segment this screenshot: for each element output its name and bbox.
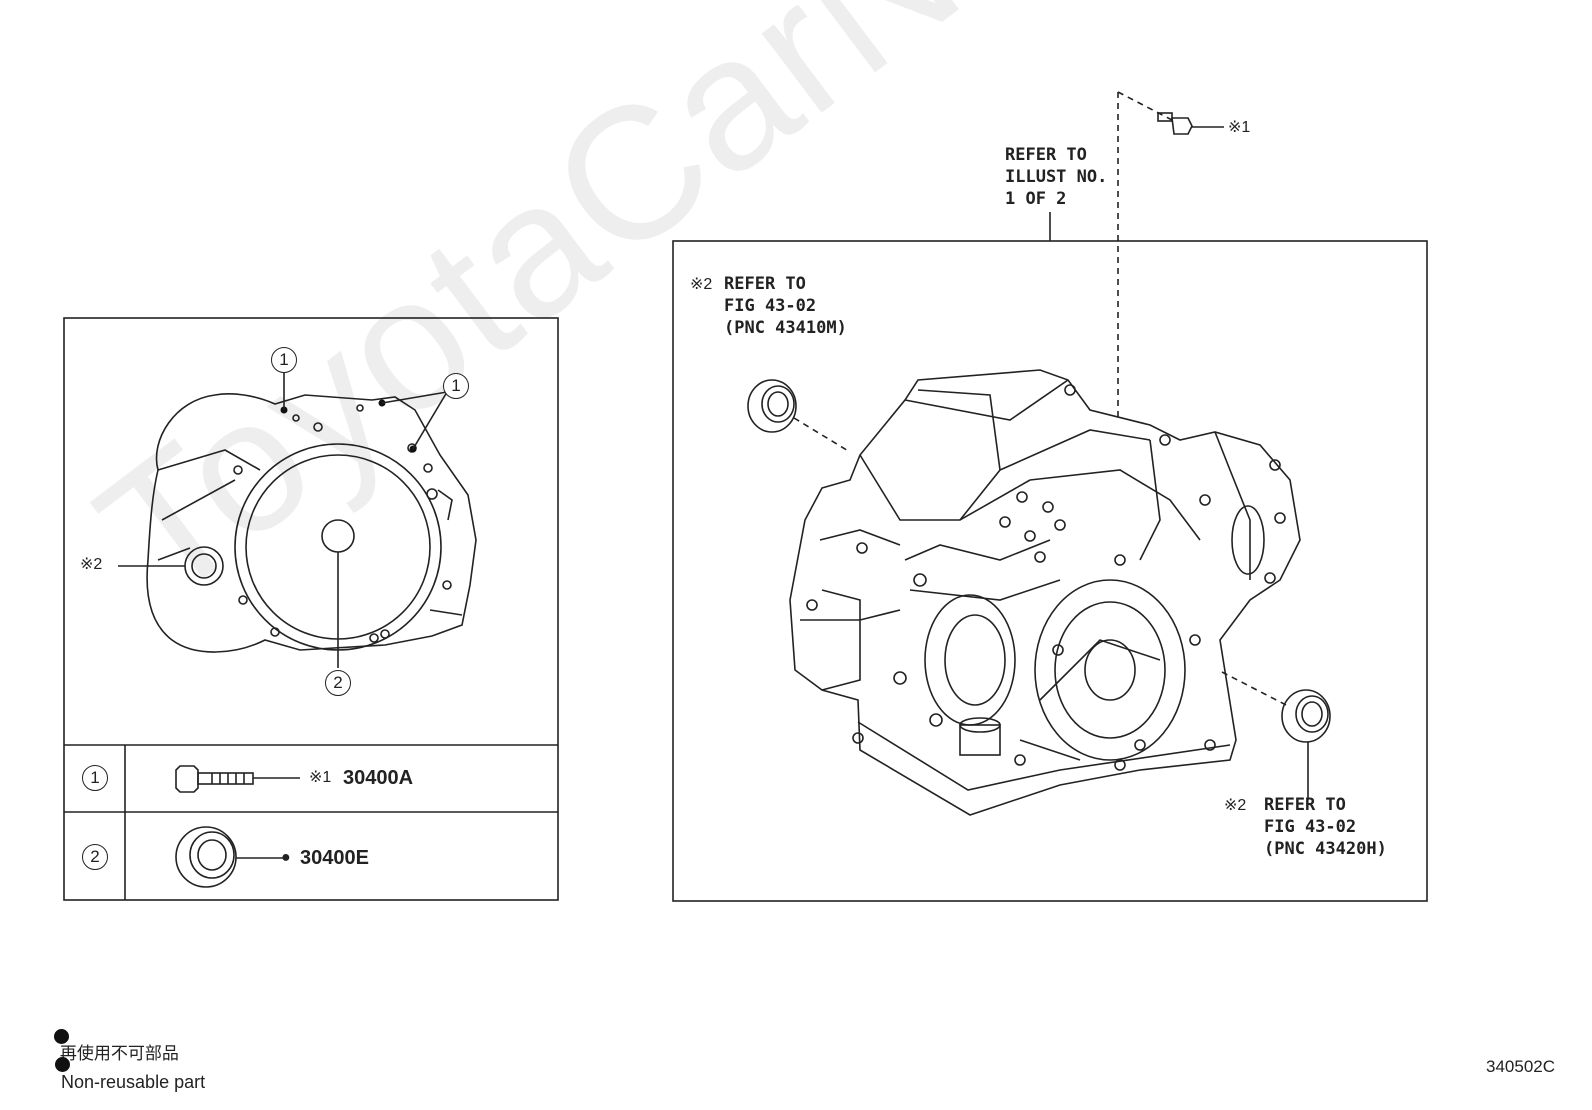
legend-row-1-part-number: 30400A — [343, 767, 414, 789]
refer-top-line-3: 1 OF 2 — [1005, 189, 1067, 209]
refer-top-line-2: ILLUST NO. — [1005, 167, 1108, 187]
callout-1-right: 1 — [443, 373, 469, 399]
refer-right-line-3: (PNC 43420H) — [1264, 839, 1387, 859]
non-reusable-dot-icon — [55, 1057, 71, 1072]
oil-seal-left-drawing — [747, 379, 797, 433]
refer-left-line-3: (PNC 43410M) — [724, 318, 847, 338]
legend-non-reusable-jp: 再使用不可部品 — [35, 1011, 179, 1079]
legend-jp-text: 再使用不可部品 — [59, 1044, 179, 1063]
transaxle-housing-drawing — [146, 393, 477, 653]
refer-top-line-1: REFER TO — [1005, 145, 1087, 165]
legend-row-2-index: 2 — [82, 844, 108, 870]
legend-non-reusable-en: Non-reusable part — [35, 1037, 205, 1109]
legend-en-text: Non-reusable part — [61, 1072, 206, 1092]
refer-left-line-2: FIG 43-02 — [724, 296, 817, 316]
oil-seal-right-drawing — [1281, 689, 1331, 743]
transaxle-assembly-drawing — [789, 369, 1301, 816]
legend-row-1-index: 1 — [82, 765, 108, 791]
refer-right-mark: ※2 — [1224, 797, 1247, 814]
legend-row-2-mark: ● — [281, 849, 291, 866]
non-reusable-dot-icon — [53, 1029, 69, 1044]
callout-2: 2 — [325, 670, 351, 696]
refer-right-line-1: REFER TO — [1264, 795, 1346, 815]
bolt-ref-mark: ※1 — [1228, 119, 1251, 136]
refer-left-line-1: REFER TO — [724, 274, 806, 294]
legend-row-1-mark: ※1 — [309, 769, 332, 786]
callout-1-top: 1 — [271, 347, 297, 373]
refer-right-line-2: FIG 43-02 — [1264, 817, 1357, 837]
figure-code: 340502C — [1486, 1057, 1556, 1076]
ref-mark-2: ※2 — [80, 556, 103, 573]
legend-row-2-part-number: 30400E — [300, 847, 369, 869]
bolt-small-drawing — [1157, 112, 1224, 135]
bolt-30400A-drawing — [175, 765, 300, 793]
seal-30400E-drawing — [175, 826, 283, 888]
left-panel-frame — [63, 317, 559, 901]
refer-left-mark: ※2 — [690, 276, 713, 293]
